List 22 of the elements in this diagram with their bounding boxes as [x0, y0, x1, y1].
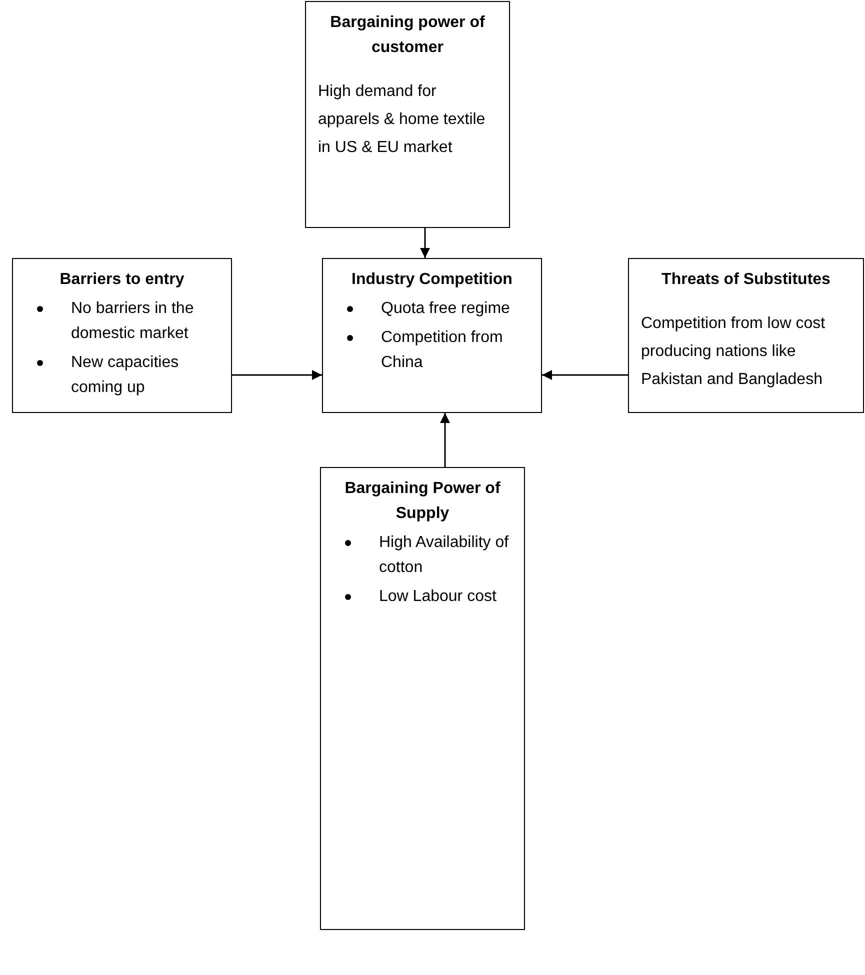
- bullet-text: High Availability of cotton: [379, 533, 510, 578]
- text-box: [305, 1, 510, 228]
- arrow: [420, 228, 430, 258]
- box-heading: Industry Competition: [350, 270, 514, 290]
- bullet-text: Competition from China: [381, 328, 504, 373]
- box-heading: Threats of Substitutes: [660, 270, 832, 290]
- arrow: [232, 370, 322, 380]
- arrow: [542, 370, 628, 380]
- bullet-text: Quota free regime: [381, 299, 511, 319]
- arrow: [440, 413, 450, 467]
- text-box: [320, 467, 525, 930]
- text-box: [628, 258, 864, 413]
- box-heading: Bargaining Power of Supply: [344, 479, 502, 524]
- body-text: High demand for apparels & home textile in US & EU market: [318, 82, 486, 158]
- bullet-text: Low Labour cost: [379, 587, 498, 607]
- box-heading: Bargaining power of customer: [329, 13, 486, 58]
- text-box: [322, 258, 542, 413]
- box-heading: Barriers to entry: [58, 270, 186, 290]
- bullet-text: New capacities coming up: [71, 353, 180, 398]
- text-box: [12, 258, 232, 413]
- bullet-text: No barriers in the domestic market: [71, 299, 195, 344]
- body-text: Competition from low cost producing nations like Pakistan and Bangladesh: [641, 314, 826, 390]
